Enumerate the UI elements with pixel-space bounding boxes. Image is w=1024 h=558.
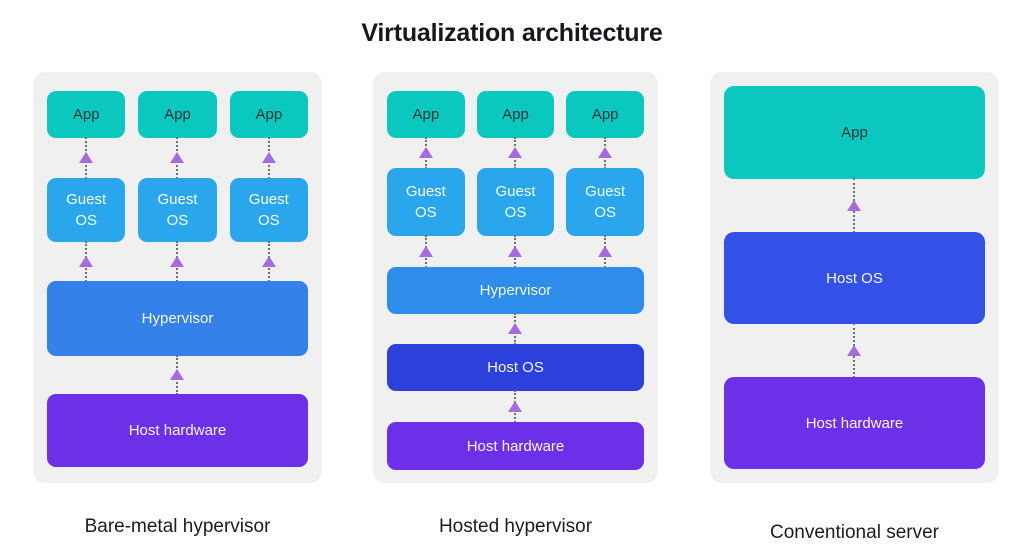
dotted-up-arrow — [507, 235, 523, 268]
guest-os-box: Guest OS — [229, 178, 308, 242]
guest-os-row: Guest OS Guest OS Guest OS — [387, 168, 645, 236]
dotted-up-arrow — [507, 313, 523, 345]
arrow-head-icon — [170, 368, 184, 380]
host-os-box: Host OS — [724, 232, 985, 324]
diagram-title: Virtualization architecture — [361, 19, 663, 47]
app-box: App — [47, 91, 126, 138]
arrow-head-icon — [508, 245, 522, 257]
dotted-up-arrow — [261, 241, 277, 282]
dotted-up-arrow — [507, 390, 523, 423]
arrow-head-icon — [262, 255, 276, 267]
arrow-head-icon — [170, 151, 184, 163]
arrow-head-icon — [508, 146, 522, 158]
host-hardware-box: Host hardware — [47, 394, 308, 467]
dotted-up-arrow — [78, 241, 94, 282]
dotted-up-arrow — [78, 137, 94, 179]
caption-conventional-server: Conventional server — [770, 522, 939, 543]
caption-hosted-hypervisor: Hosted hypervisor — [438, 516, 593, 537]
arrow-head-icon — [508, 322, 522, 334]
hypervisor-box: Hypervisor — [47, 281, 308, 356]
arrow-head-icon — [79, 255, 93, 267]
hypervisor-box: Hypervisor — [387, 267, 644, 314]
arrow-head-icon — [598, 245, 612, 257]
guest-os-box: Guest OS — [387, 168, 465, 236]
dotted-up-arrow — [169, 355, 185, 395]
arrow-head-icon — [419, 245, 433, 257]
app-box: App — [566, 91, 645, 138]
guest-os-box: Guest OS — [476, 168, 555, 236]
dotted-up-arrow — [169, 137, 185, 179]
dotted-up-arrow — [846, 178, 862, 233]
app-row: App App App — [47, 91, 308, 138]
arrow-head-icon — [598, 146, 612, 158]
guest-os-box: Guest OS — [138, 178, 217, 242]
guest-os-box: Guest OS — [47, 178, 126, 242]
dotted-up-arrow — [597, 137, 613, 169]
app-box: App — [476, 91, 555, 138]
dotted-up-arrow — [507, 137, 523, 169]
arrow-head-icon — [79, 151, 93, 163]
arrow-head-icon — [262, 151, 276, 163]
caption-bare-metal-hypervisor: Bare-metal hypervisor — [84, 516, 271, 537]
arrow-head-icon — [847, 199, 861, 211]
dotted-up-arrow — [418, 137, 434, 169]
dotted-up-arrow — [169, 241, 185, 282]
panel-hosted-hypervisor: App App App Guest OS Guest OS Guest OS H… — [373, 72, 658, 483]
host-os-box: Host OS — [387, 344, 644, 391]
app-box: App — [724, 86, 985, 179]
dotted-up-arrow — [597, 235, 613, 268]
dotted-up-arrow — [261, 137, 277, 179]
app-row: App App App — [387, 91, 645, 138]
arrow-head-icon — [847, 344, 861, 356]
panel-conventional-server: App Host OS Host hardware — [710, 72, 999, 483]
host-hardware-box: Host hardware — [724, 377, 985, 469]
guest-os-box: Guest OS — [566, 168, 645, 236]
panel-bare-metal-hypervisor: App App App Guest OS Guest OS Guest OS H… — [33, 72, 322, 483]
host-hardware-box: Host hardware — [387, 422, 644, 470]
app-box: App — [229, 91, 308, 138]
app-box: App — [138, 91, 217, 138]
app-box: App — [387, 91, 465, 138]
arrow-head-icon — [419, 146, 433, 158]
guest-os-row: Guest OS Guest OS Guest OS — [47, 178, 308, 242]
arrow-head-icon — [170, 255, 184, 267]
arrow-head-icon — [508, 400, 522, 412]
dotted-up-arrow — [846, 323, 862, 378]
dotted-up-arrow — [418, 235, 434, 268]
